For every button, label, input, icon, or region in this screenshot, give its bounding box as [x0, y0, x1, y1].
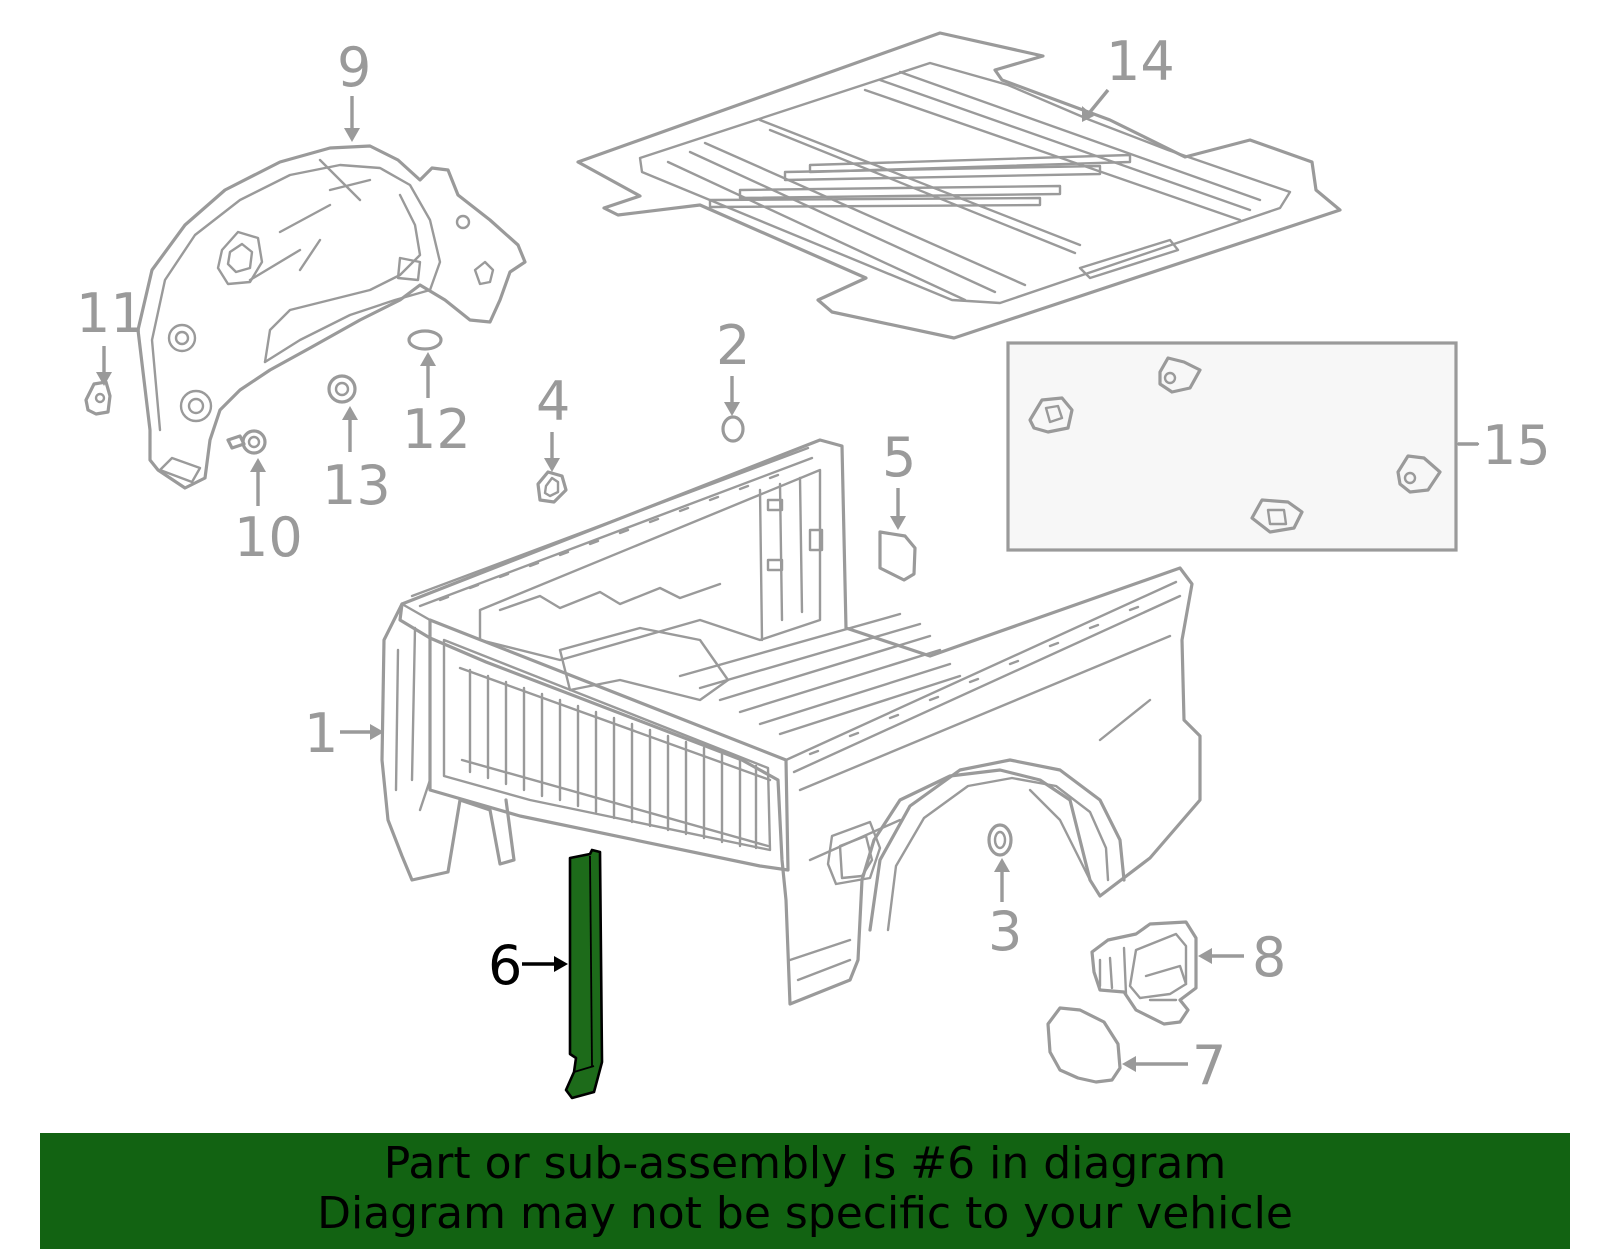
callout-15: 15 — [1482, 414, 1551, 477]
part-10-bolt — [226, 429, 267, 455]
part-11-clip — [84, 380, 112, 416]
part-6-highlighted — [564, 848, 604, 1100]
banner-line-1: Part or sub-assembly is #6 in diagram — [383, 1138, 1227, 1189]
callout-1: 1 — [304, 702, 338, 765]
part-12-plug — [407, 329, 443, 351]
callout-11: 11 — [76, 282, 145, 345]
part-5-pad — [878, 530, 917, 582]
callout-labels: 9 14 11 2 4 12 5 15 13 10 1 3 8 6 7 — [76, 30, 1551, 1097]
part-2-plug — [721, 415, 745, 443]
leader-lines — [96, 88, 1478, 1072]
callout-8: 8 — [1252, 926, 1286, 989]
part-1-pickup-box — [380, 438, 1202, 1006]
callout-3: 3 — [988, 900, 1022, 963]
part-9-wheelhouse-liner — [136, 144, 527, 490]
callout-10: 10 — [234, 506, 303, 569]
part-14-floor-panel — [576, 31, 1342, 340]
callout-13: 13 — [322, 454, 391, 517]
callout-2: 2 — [716, 314, 750, 377]
callout-6: 6 — [488, 934, 522, 997]
part-13-nut — [327, 374, 357, 404]
callout-9: 9 — [337, 36, 371, 99]
info-banner: Part or sub-assembly is #6 in diagram Di… — [40, 1133, 1570, 1249]
callout-7: 7 — [1192, 1034, 1226, 1097]
callout-14: 14 — [1106, 30, 1175, 93]
part-15-clip-kit — [1006, 341, 1480, 552]
part-3-plug — [987, 823, 1013, 857]
callout-5: 5 — [882, 426, 916, 489]
banner-line-2: Diagram may not be specific to your vehi… — [317, 1188, 1293, 1239]
part-7-fuel-door — [1046, 1006, 1122, 1084]
part-8-fuel-door-housing — [1090, 920, 1198, 1026]
callout-12: 12 — [402, 398, 471, 461]
callout-4: 4 — [536, 370, 570, 433]
part-4-grommet — [536, 470, 568, 504]
